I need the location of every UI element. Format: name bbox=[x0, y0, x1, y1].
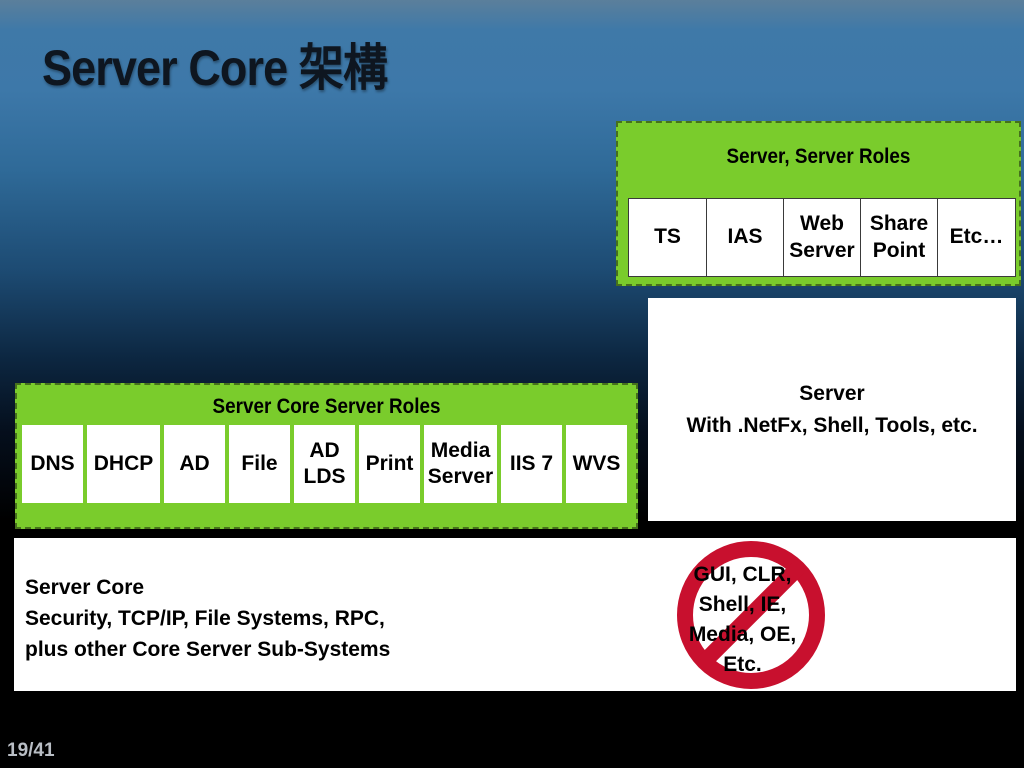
server-core-line2: Security, TCP/IP, File Systems, RPC, bbox=[25, 607, 385, 630]
core-roles-label: Server Core Server Roles bbox=[212, 395, 441, 418]
role-wvs: WVS bbox=[566, 425, 627, 503]
server-core-box: Server Core Security, TCP/IP, File Syste… bbox=[14, 538, 1016, 691]
server-box: Server With .NetFx, Shell, Tools, etc. bbox=[648, 298, 1016, 521]
server-roles-label: Server, Server Roles bbox=[726, 145, 911, 168]
server-core-line1: Server Core bbox=[25, 576, 145, 599]
role-ts: TS bbox=[629, 199, 707, 276]
server-box-line2: With .NetFx, Shell, Tools, etc. bbox=[686, 413, 978, 437]
role-ias: IAS bbox=[707, 199, 784, 276]
slide-title: Server Core 架構 bbox=[42, 40, 388, 96]
excluded-line4: Etc. bbox=[723, 653, 762, 676]
server-box-line1: Server bbox=[799, 382, 865, 405]
server-core-line3: plus other Core Server Sub-Systems bbox=[25, 638, 391, 661]
server-core-text: Server Core Security, TCP/IP, File Syste… bbox=[25, 572, 390, 665]
excluded-components: GUI, CLR, Shell, IE, Media, OE, Etc. bbox=[670, 560, 815, 680]
excluded-line3: Media, OE, bbox=[688, 623, 797, 646]
page-number: 19/41 bbox=[7, 740, 55, 761]
role-file: File bbox=[229, 425, 290, 503]
prohibited-icon bbox=[677, 541, 825, 689]
role-dhcp: DHCP bbox=[87, 425, 160, 503]
excluded-line1: GUI, CLR, bbox=[693, 563, 792, 586]
role-etc: Etc… bbox=[938, 199, 1015, 276]
role-dns: DNS bbox=[22, 425, 83, 503]
role-iis7: IIS 7 bbox=[501, 425, 562, 503]
role-ad: AD bbox=[164, 425, 225, 503]
excluded-line2: Shell, IE, bbox=[698, 593, 787, 616]
role-print: Print bbox=[359, 425, 420, 503]
